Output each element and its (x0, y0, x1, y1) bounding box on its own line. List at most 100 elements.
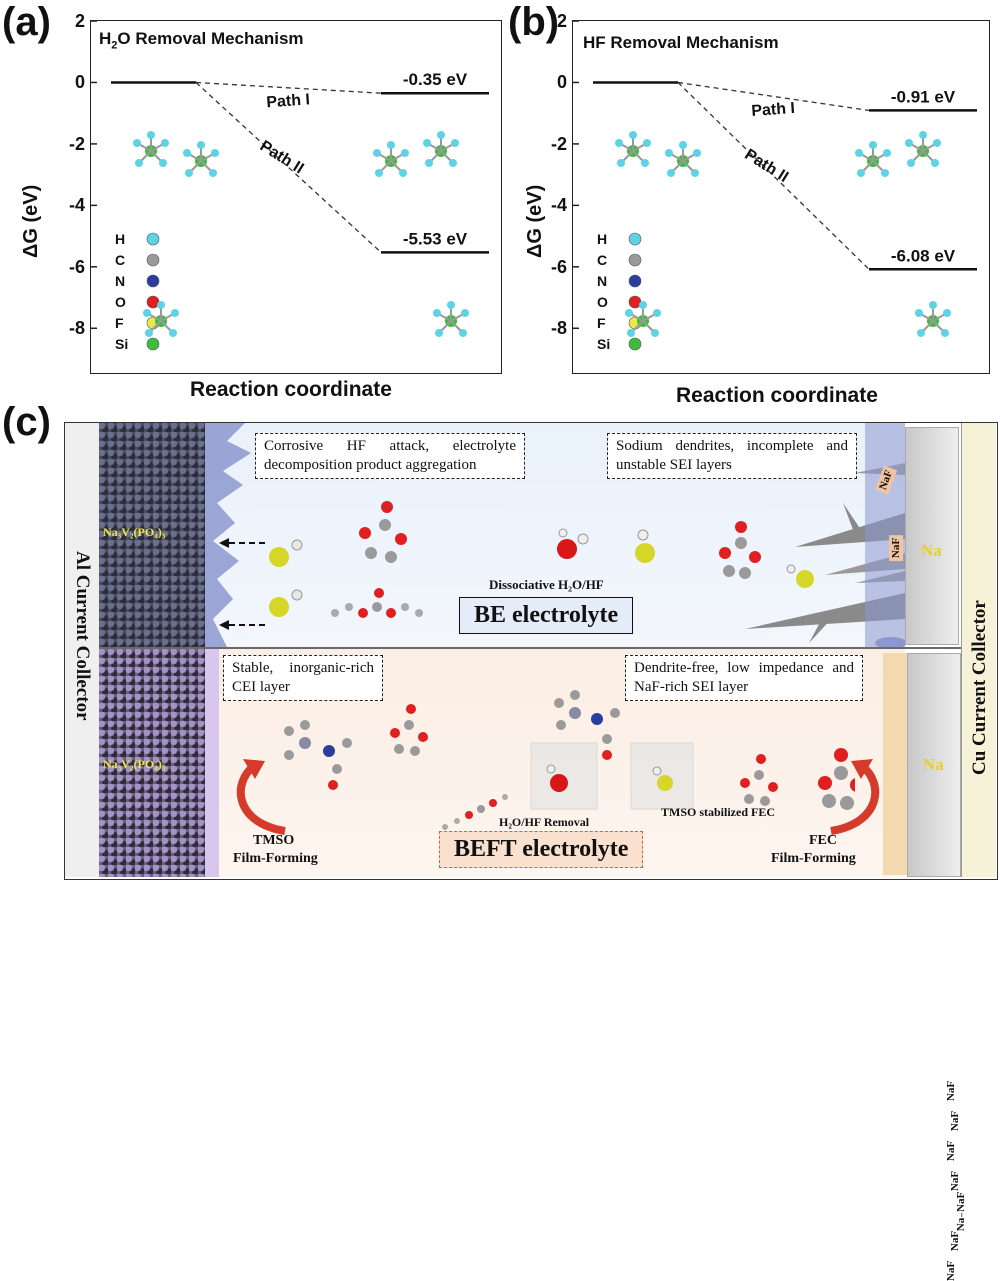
panel-b-plot: HF Removal Mechanism -0.91 eV Path I -6.08… (572, 20, 990, 374)
cu-collector (961, 423, 996, 877)
panel-b-legend-swatch (628, 274, 642, 288)
note-sei: Dendrite-free, low impedance and NaF-ric… (625, 655, 863, 701)
naf-bottom-label: NaF (945, 1260, 958, 1281)
panel-b-ytick: -4 (550, 195, 567, 216)
panel-b-molecule-5 (915, 301, 951, 337)
naf-bottom-label: NaF (945, 1080, 958, 1102)
panel-a-legend-swatch (146, 274, 160, 288)
panel-a-title: H2O Removal Mechanism (99, 29, 304, 52)
na-anode-bottom (907, 653, 961, 877)
separator (99, 647, 961, 649)
na-anode-bottom-label: Na (923, 755, 944, 774)
beft-molecules (284, 690, 855, 830)
panel-b-molecule-3 (905, 131, 941, 167)
panel-a-molecule-4 (143, 301, 179, 337)
panel-b-energy-label-2: -6.08 eV (891, 246, 956, 265)
panel-a-ytick: -8 (68, 318, 85, 339)
panel-a-legend-label: O (115, 294, 126, 310)
panel-a-molecule-1 (183, 141, 219, 177)
na-anode-top (905, 427, 959, 645)
panel-a-legend-label: Si (115, 336, 128, 352)
tmso-film-arrow (236, 759, 286, 835)
note-hf-attack: Corrosive HF attack, electrolyte decompo… (255, 433, 525, 479)
panel-b-ytick: -2 (550, 133, 567, 154)
corrosion-layer (205, 423, 251, 647)
naf-top-2: NaF (889, 534, 904, 562)
cathode-top (99, 423, 205, 647)
panel-b-xlabel: Reaction coordinate (676, 384, 878, 407)
panel-b-legend-label: C (597, 252, 607, 268)
panel-b-ytick: -8 (550, 318, 567, 339)
note-cei: Stable, inorganic-rich CEI layer (223, 655, 383, 701)
panel-b-title: HF Removal Mechanism (583, 33, 779, 52)
panel-a-ytick: -4 (68, 195, 85, 216)
panel-a-molecule-5 (433, 301, 469, 337)
naf-bottom-label: NaF (949, 1110, 962, 1132)
panel-a-ytick: -2 (68, 133, 85, 154)
panel-a-molecule-3 (423, 131, 459, 167)
panel-b-legend-label: Si (597, 336, 610, 352)
beft-electrolyte-label: BEFT electrolyte (439, 831, 644, 868)
naf-bottom-label: Na₋NaF (955, 1191, 968, 1232)
panel-a-letter: (a) (2, 0, 51, 44)
panel-a-path-label-2: Path II (257, 138, 307, 178)
tmso-film-label-1: TMSO (253, 833, 295, 848)
tmso-fec-label: TMSO stabilized FEC (661, 805, 776, 819)
panel-a-legend-label: H (115, 231, 125, 247)
panel-a-legend-label: N (115, 273, 125, 289)
panel-b-legend-swatch (628, 232, 642, 246)
panel-a-molecule-2 (373, 141, 409, 177)
cu-collector-label: Cu Current Collector (969, 600, 990, 775)
panel-b-energy-label-1: -0.91 eV (891, 87, 956, 106)
panel-b-legend-swatch (628, 337, 642, 351)
panel-a-energy-label-2: -5.53 eV (403, 229, 468, 248)
panel-a-ytick: 2 (74, 11, 85, 31)
panel-a-legend-swatch (146, 337, 160, 351)
panel-a-xlabel: Reaction coordinate (190, 378, 392, 401)
panel-a-energy-label-1: -0.35 eV (403, 70, 468, 89)
cathode-label-bottom: Na₃V₂(PO₄)₃ (103, 757, 166, 771)
panel-b-legend-label: N (597, 273, 607, 289)
panel-b-legend-label: F (597, 315, 606, 331)
hf-attack-arrows (219, 538, 265, 630)
panel-a-path-label-1: Path I (266, 91, 311, 111)
be-molecules (269, 501, 814, 618)
naf-sei-column (883, 653, 907, 875)
fec-film-label-2: Film-Forming (771, 851, 856, 866)
cathode-bottom (99, 649, 205, 877)
panel-b-path-label-2: Path II (741, 146, 791, 186)
fec-film-arrow (830, 759, 880, 835)
panel-b-ytick: 2 (556, 11, 567, 31)
na-anode-top-label: Na (921, 541, 942, 560)
cathode-label-top: Na₃V₂(PO₄)₃ (103, 525, 166, 539)
panel-b-ytick: -6 (550, 256, 567, 277)
naf-bottom-label: NaF (949, 1230, 962, 1252)
removal-label: H₂O/HF Removal (499, 815, 590, 829)
be-electrolyte-label: BE electrolyte (459, 597, 634, 634)
panel-a-plot: H2O Removal Mechanism -0.35 eV Path I -5.5… (90, 20, 502, 374)
panel-b-molecule-0 (615, 131, 651, 167)
note-dendrites: Sodium dendrites, incomplete and unstabl… (607, 433, 857, 479)
fec-film-label-1: FEC (809, 833, 837, 848)
panel-b-ytick: 0 (556, 72, 567, 93)
panel-a-legend-label: F (115, 315, 124, 331)
panel-b-molecule-4 (625, 301, 661, 337)
dissociative-label: Dissociative H₂O/HF (489, 577, 604, 592)
cei-layer (205, 649, 219, 877)
panel-b-letter: (b) (508, 0, 560, 44)
panel-c-letter: (c) (2, 400, 51, 444)
panel-b-path-label-1: Path I (751, 100, 796, 120)
panel-a-ylabel: ΔG (eV) (20, 184, 42, 258)
panel-a-legend-swatch (146, 232, 160, 246)
al-collector-label: Al Current Collector (72, 551, 93, 721)
panel-a-path-1-connector (195, 81, 382, 94)
panel-a-molecule-0 (133, 131, 169, 167)
panel-b-molecule-2 (855, 141, 891, 177)
panel-a-path-2-connector (195, 81, 382, 253)
panel-b-legend-label: O (597, 294, 608, 310)
panel-c-schematic: Al Current Collector Na₃V₂(PO₄)₃ Na₃V₂(P… (64, 422, 998, 1281)
panel-b-legend-swatch (628, 253, 642, 267)
panel-a-legend-label: C (115, 252, 125, 268)
